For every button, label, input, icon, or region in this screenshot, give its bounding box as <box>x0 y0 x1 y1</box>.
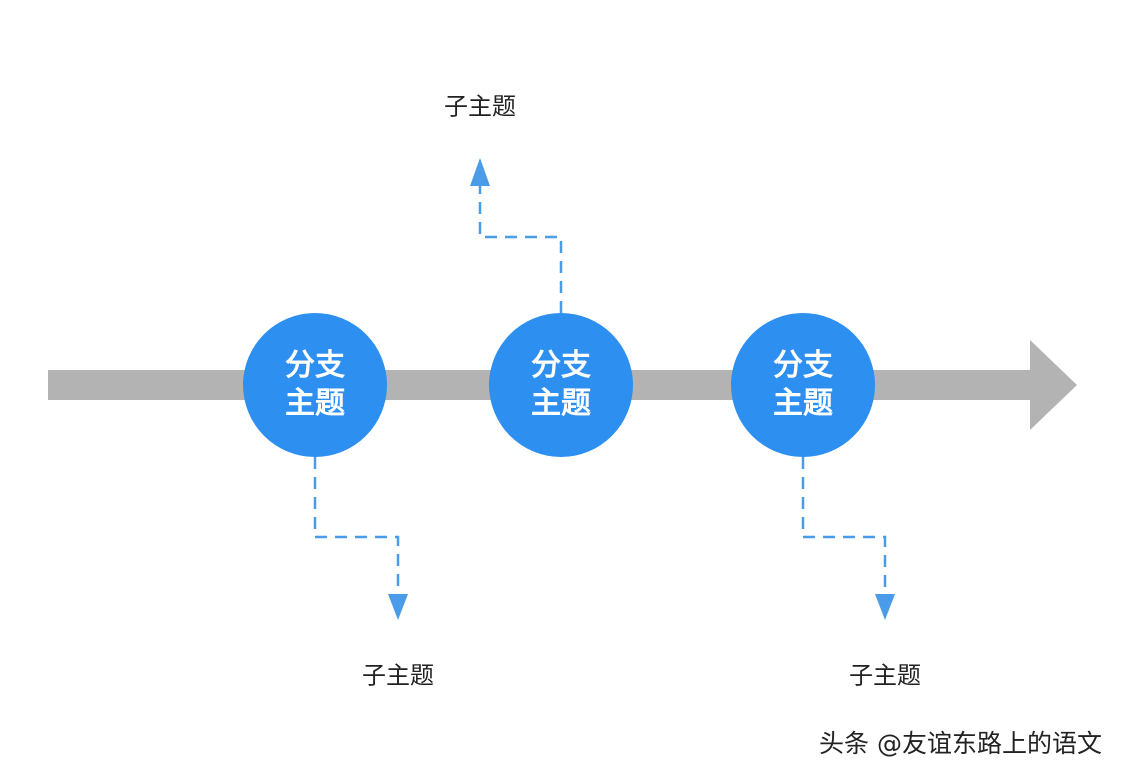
connector-2 <box>478 185 563 313</box>
branch-topic-node[interactable]: 分支 主题 <box>489 313 633 457</box>
connector-3 <box>801 457 887 595</box>
node-text: 主题 <box>773 386 833 421</box>
arrow-down-icon <box>388 594 408 620</box>
node-text: 分支 <box>285 348 345 383</box>
node-text: 主题 <box>285 386 345 421</box>
arrow-up-icon <box>470 158 490 186</box>
timeline-arrowhead <box>1030 340 1077 430</box>
branch-topic-node[interactable]: 分支 主题 <box>731 313 875 457</box>
arrow-down-icon <box>875 594 895 620</box>
connector-1 <box>313 457 400 595</box>
node-text: 主题 <box>531 386 591 421</box>
watermark: 头条 @友谊东路上的语文 <box>819 729 1102 758</box>
node-text: 分支 <box>531 348 591 383</box>
subtopic-label[interactable]: 子主题 <box>444 92 516 121</box>
node-text: 分支 <box>773 348 833 383</box>
subtopic-label[interactable]: 子主题 <box>849 661 921 690</box>
branch-topic-node[interactable]: 分支 主题 <box>243 313 387 457</box>
subtopic-label[interactable]: 子主题 <box>362 661 434 690</box>
